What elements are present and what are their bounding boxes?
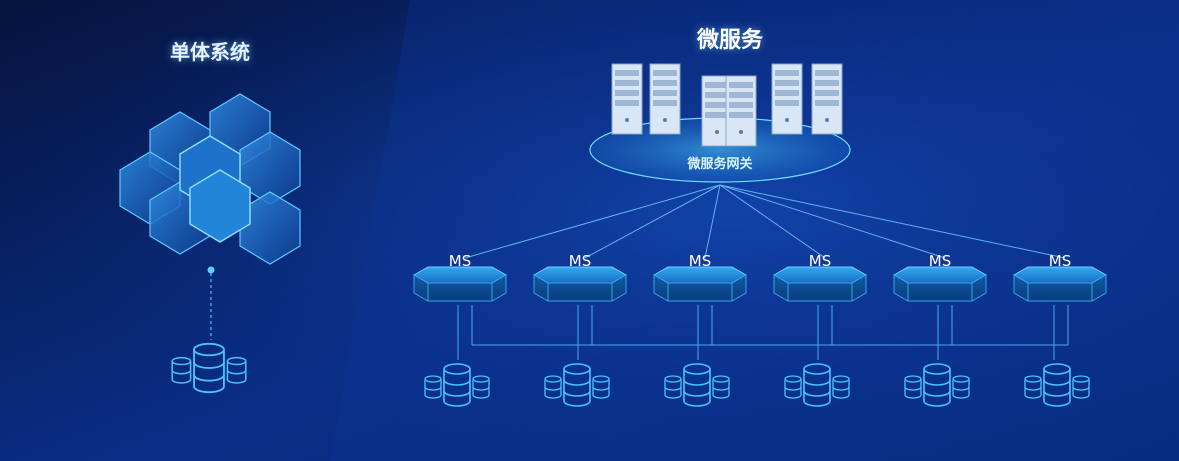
ms-node xyxy=(1013,266,1107,302)
ms-label: MS xyxy=(928,252,952,270)
monolith-title: 单体系统 xyxy=(170,40,250,64)
ms-node xyxy=(533,266,627,302)
ms-node xyxy=(653,266,747,302)
ms-node xyxy=(413,266,507,302)
hexagon-cluster-icon xyxy=(119,93,301,265)
ms-node xyxy=(773,266,867,302)
ms-label: MS xyxy=(688,252,712,270)
service-bus xyxy=(457,305,1069,360)
gateway-label: 微服务网关 xyxy=(687,157,753,172)
gateway-connections xyxy=(464,184,1066,259)
ms-label: MS xyxy=(448,252,472,270)
microservices-title: 微服务 xyxy=(696,28,763,53)
ms-label: MS xyxy=(568,252,592,270)
ms-label: MS xyxy=(1048,252,1072,270)
ms-node xyxy=(893,266,987,302)
ms-label: MS xyxy=(808,252,832,270)
